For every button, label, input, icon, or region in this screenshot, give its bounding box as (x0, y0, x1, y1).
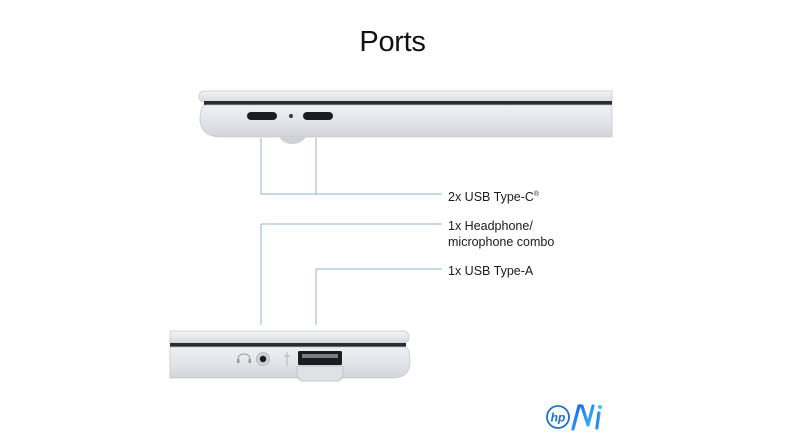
usb-a-icon (284, 352, 290, 366)
page-title: Ports (359, 26, 426, 58)
callout-lines (260, 138, 442, 325)
usb-a-drop-jaw (296, 365, 344, 382)
svg-text:hp: hp (551, 411, 566, 425)
headphone-label: 1x Headphone/ microphone combo (448, 219, 555, 249)
usb-a-label: 1x USB Type-A (448, 264, 534, 278)
usb-c-label: 2x USB Type-C® (448, 190, 540, 204)
hp-logo-icon: hp (546, 405, 570, 429)
usb-c-port-2 (303, 112, 333, 120)
charge-led (289, 114, 293, 118)
ai-logo-icon (571, 404, 602, 431)
usb-c-port-1 (247, 112, 277, 120)
headphone-icon (237, 353, 251, 363)
laptop-side-usb-c (198, 90, 613, 144)
laptop-side-usb-a (169, 330, 411, 382)
